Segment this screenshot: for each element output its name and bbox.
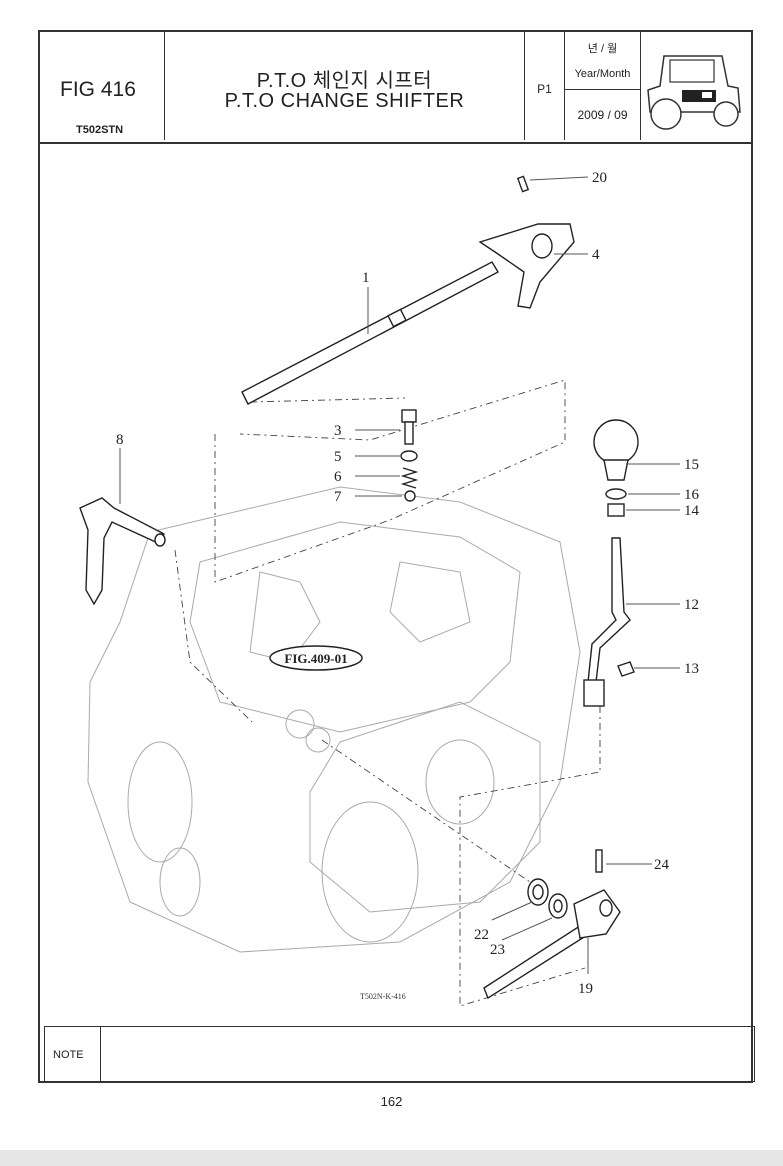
date-label-english: Year/Month [574, 68, 631, 80]
figure-reference: FIG.409-01 [269, 645, 363, 671]
reference-label: FIG.409-01 [284, 651, 347, 666]
part-19-shaft [483, 889, 621, 1000]
page-code-cell: P1 [525, 32, 565, 140]
parts-page: FIG 416 T502STN P.T.O 체인지 시프터 P.T.O CHAN… [38, 30, 755, 1083]
title-english: P.T.O CHANGE SHIFTER [224, 90, 465, 112]
part-15-knob [593, 419, 680, 481]
model-code: T502STN [76, 124, 124, 136]
part-5-washer [355, 450, 418, 462]
page-number: 162 [380, 1094, 403, 1109]
page-code: P1 [537, 82, 552, 96]
callout-4: 4 [592, 247, 600, 263]
callout-3: 3 [334, 423, 342, 439]
date-value: 2009 / 09 [577, 108, 628, 122]
part-14-nut [607, 503, 680, 517]
callout-5: 5 [334, 449, 342, 465]
date-cell: 년 / 월 Year/Month 2009 / 09 [565, 32, 641, 140]
callout-20: 20 [592, 170, 607, 186]
title-korean: P.T.O 체인지 시프터 [256, 70, 433, 92]
callout-15: 15 [684, 457, 699, 473]
part-23-washer [501, 893, 568, 941]
part-22-seal [491, 878, 549, 921]
drawing-code: T502N-K-416 [360, 992, 406, 1001]
callout-14: 14 [684, 503, 700, 519]
callout-16: 16 [684, 487, 700, 503]
part-16-washer [605, 488, 680, 500]
part-6-spring [355, 467, 419, 489]
callout-13: 13 [684, 661, 699, 677]
part-13-bolt [617, 661, 680, 677]
note-label: NOTE [53, 1049, 84, 1061]
page-header: FIG 416 T502STN P.T.O 체인지 시프터 P.T.O CHAN… [40, 32, 751, 144]
callout-6: 6 [334, 469, 342, 485]
figure-cell: FIG 416 T502STN [40, 32, 165, 140]
title-cell: P.T.O 체인지 시프터 P.T.O CHANGE SHIFTER [165, 32, 525, 140]
note-label-cell: NOTE [45, 1027, 101, 1081]
part-20-pin [516, 175, 589, 193]
callout-8: 8 [116, 432, 124, 448]
part-4-shift-fork [478, 223, 588, 309]
part-12-lever-rod [583, 537, 680, 707]
part-7-ball [355, 490, 416, 502]
callout-7: 7 [334, 489, 342, 505]
transmission-housing [87, 486, 581, 953]
callout-19: 19 [578, 981, 593, 997]
exploded-parts-diagram: FIG.409-01 [79, 170, 700, 1007]
part-1-shift-rod [241, 261, 499, 405]
date-label: 년 / 월 Year/Month [565, 38, 640, 90]
callout-22: 22 [474, 927, 489, 943]
tractor-icon [647, 55, 741, 130]
date-label-korean: 년 / 월 [587, 43, 618, 55]
part-8-lever [79, 448, 166, 606]
scan-edge [0, 1150, 783, 1166]
note-box: NOTE [44, 1026, 755, 1082]
part-3-bolt [355, 409, 417, 445]
callout-12: 12 [684, 597, 699, 613]
callout-24: 24 [654, 857, 670, 873]
callout-1: 1 [362, 270, 370, 286]
figure-number: FIG 416 [60, 78, 136, 101]
part-24-pin [595, 849, 652, 873]
callout-23: 23 [490, 942, 505, 958]
